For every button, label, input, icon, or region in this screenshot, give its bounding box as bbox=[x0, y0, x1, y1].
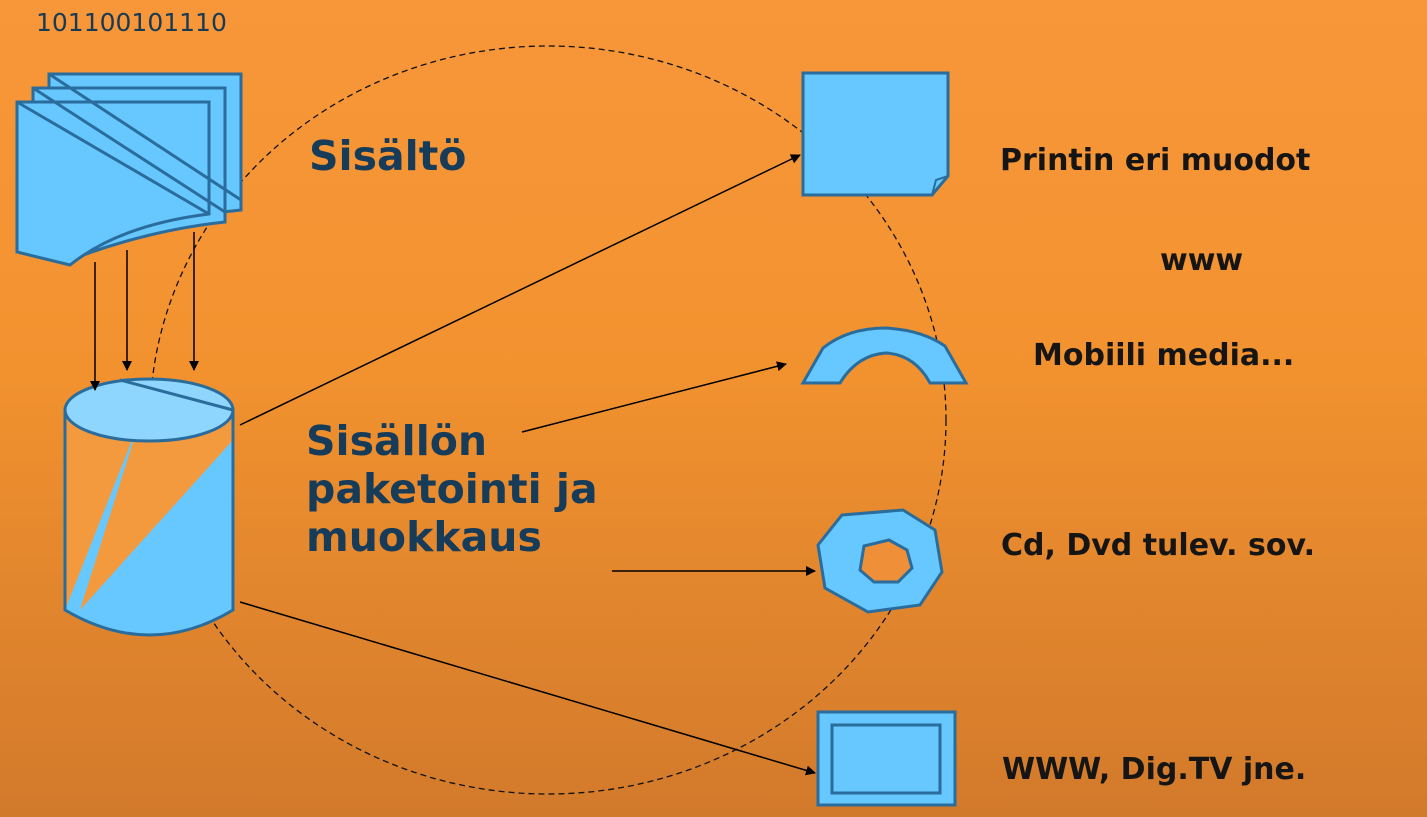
output-label-mobile: Mobiili media... bbox=[1033, 338, 1295, 373]
packaging-label-line-1: Sisällön bbox=[306, 417, 488, 465]
output-label-print: Printin eri muodot bbox=[1000, 143, 1311, 178]
packaging-label-line-2: paketointi ja bbox=[306, 464, 598, 513]
output-label-cd-dvd: Cd, Dvd tulev. sov. bbox=[1001, 528, 1315, 563]
packaging-label: Sisällön paketointi ja muokkaus bbox=[306, 417, 598, 562]
database-cylinder-icon bbox=[63, 377, 235, 637]
packaging-label-line-3: muokkaus bbox=[306, 512, 542, 561]
content-label: Sisältö bbox=[309, 132, 467, 180]
disc-icon bbox=[816, 508, 944, 614]
arch-icon bbox=[800, 326, 969, 385]
output-label-www: www bbox=[1160, 243, 1244, 278]
connector-arrows bbox=[90, 154, 816, 776]
output-label-www-digtv: WWW, Dig.TV jne. bbox=[1002, 752, 1307, 787]
screen-icon bbox=[816, 710, 957, 807]
document-stack-icon bbox=[15, 72, 243, 267]
binary-code-label: 101100101110 bbox=[36, 8, 227, 37]
paper-sheet-icon bbox=[801, 71, 950, 197]
